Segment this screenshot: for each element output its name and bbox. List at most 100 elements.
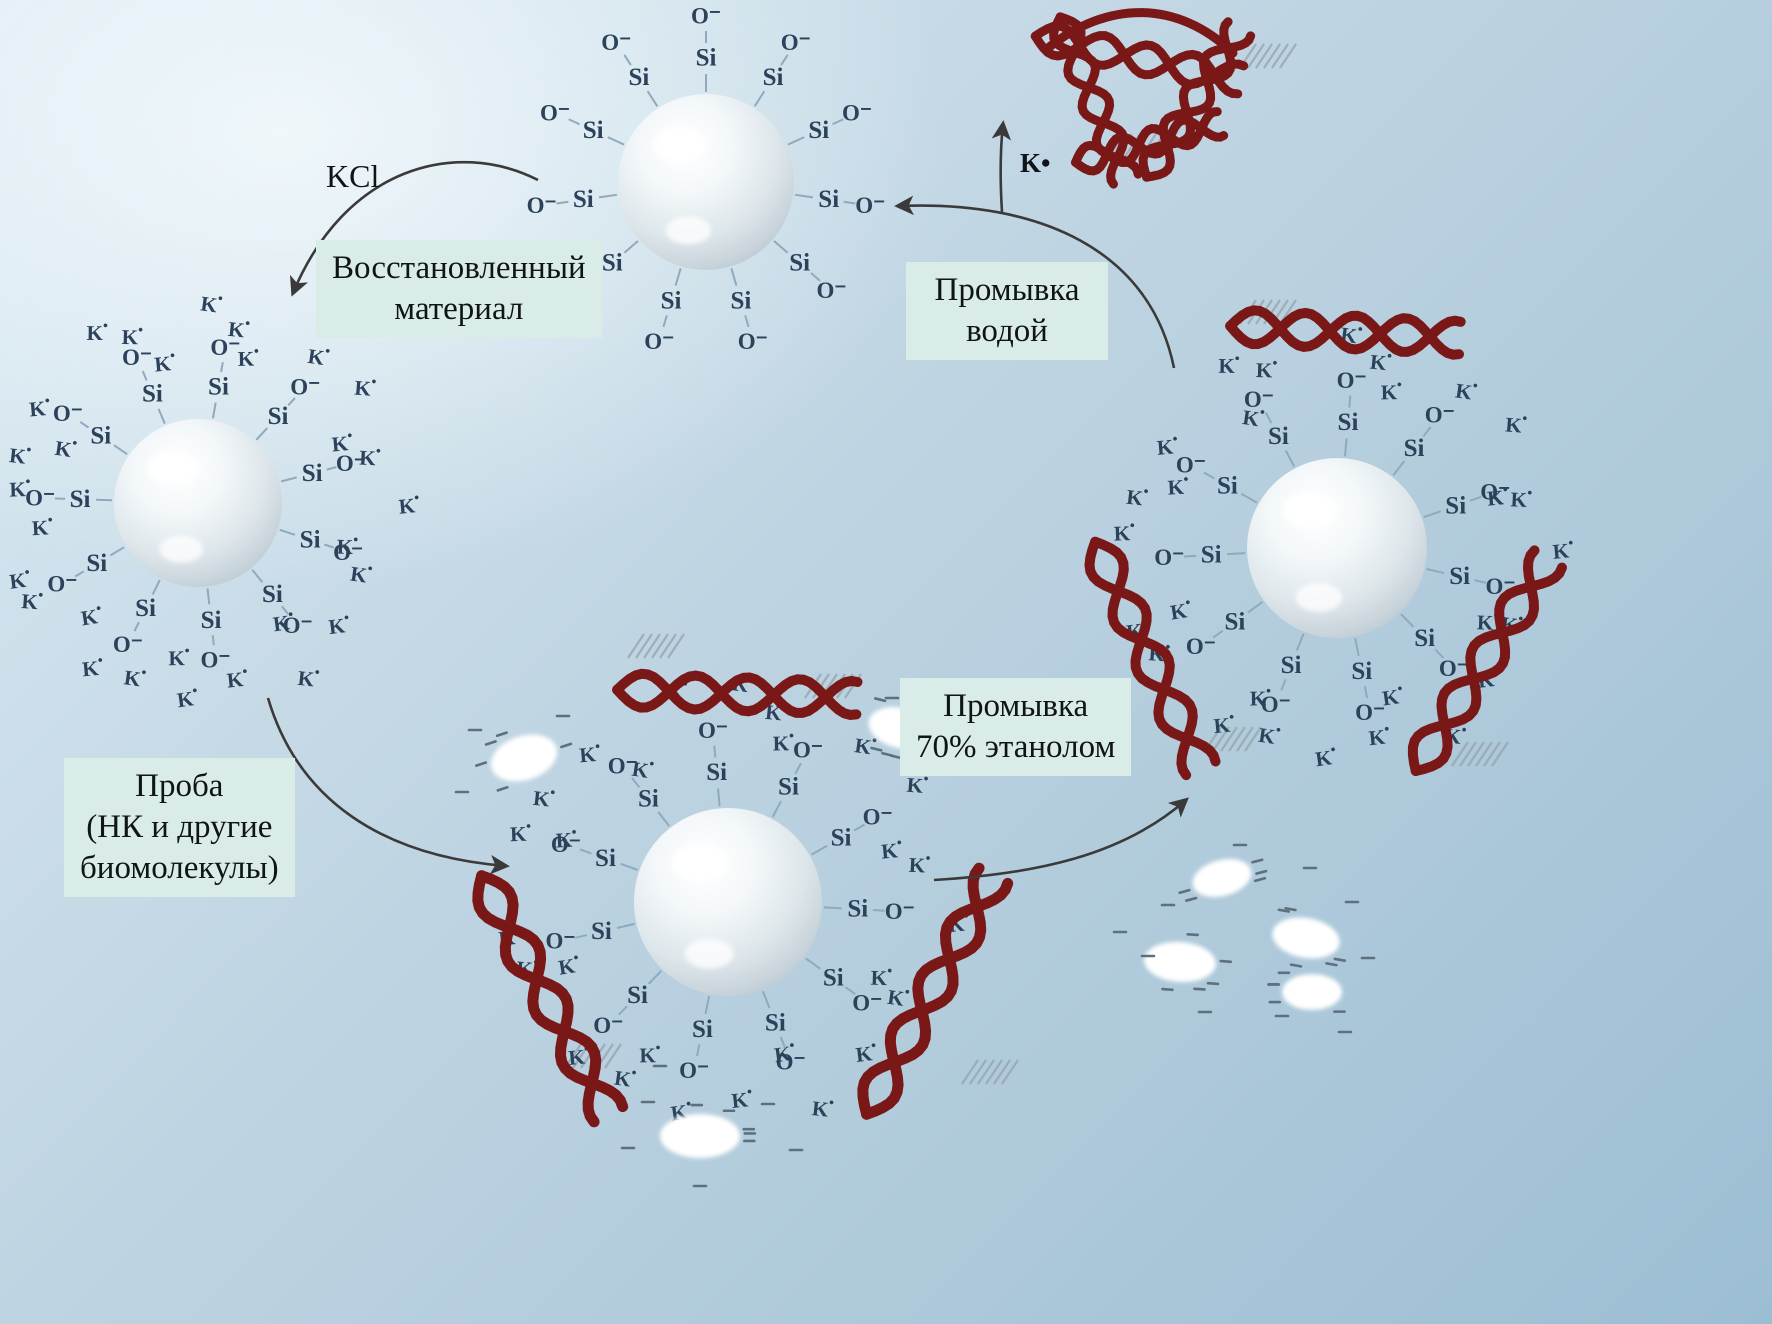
si-o-bond <box>1212 629 1224 639</box>
oxygen-label: O⁻ <box>540 101 570 126</box>
k-ion-label: K• <box>359 443 382 470</box>
oxygen-label: O⁻ <box>113 632 143 657</box>
dna-strand <box>1071 115 1229 176</box>
k-ion-label: K• <box>730 1084 754 1113</box>
charge-speck <box>870 746 883 752</box>
oxygen-label: O⁻ <box>691 4 721 29</box>
sphere-si-bond <box>1400 613 1415 628</box>
si-label: Si <box>1217 472 1238 499</box>
sphere-si-bond <box>1247 601 1264 614</box>
oxygen-label: O⁻ <box>1480 479 1510 504</box>
si-label: Si <box>789 250 810 277</box>
sphere-highlight <box>147 450 198 485</box>
oxygen-label: O⁻ <box>47 572 77 597</box>
hatch-line <box>1255 43 1273 69</box>
k-ion-label: K• <box>1454 376 1479 405</box>
hatch-line <box>1483 741 1501 767</box>
released-k-label: K• <box>1020 148 1051 178</box>
silica-sphere <box>1247 458 1427 638</box>
k-ion-label: K• <box>1156 432 1180 460</box>
si-o-bond <box>1264 412 1273 424</box>
sphere-si-bond <box>823 906 842 910</box>
si-label: Si <box>1449 563 1470 590</box>
k-ion-label: K• <box>306 341 331 370</box>
k-ion-label: K• <box>168 644 190 671</box>
hatch-line <box>1244 726 1262 752</box>
oxygen-label: O⁻ <box>210 335 240 360</box>
oxygen-label: O⁻ <box>551 832 581 857</box>
arrow-k-release <box>991 120 1012 213</box>
hatch-line <box>667 633 685 659</box>
k-ion-label: K• <box>906 770 929 798</box>
k-ion-label: K• <box>510 819 532 846</box>
wash-ethanol-line1: Промывка <box>943 688 1089 724</box>
si-o-bond <box>220 361 224 373</box>
oxygen-label: O⁻ <box>53 401 83 426</box>
si-o-bond <box>79 421 90 429</box>
hatch-line <box>1212 726 1230 752</box>
dna-helix <box>1407 545 1567 777</box>
oxygen-label: O⁻ <box>776 1050 806 1075</box>
k-ion-label: K• <box>153 348 177 376</box>
protein-blob <box>475 731 573 792</box>
k-ion-label: K• <box>1257 720 1282 749</box>
charge-speck <box>1333 957 1347 962</box>
sample-label: Проба (НК и другие биомолекулы) <box>64 758 295 897</box>
charge-speck <box>1253 876 1267 883</box>
si-o-bond <box>1280 678 1287 691</box>
protein-blob <box>1144 932 1233 992</box>
restored-material-label: Восстановленный материал <box>316 240 602 338</box>
silica-sphere <box>618 94 794 270</box>
si-label: Si <box>268 403 289 430</box>
si-o-bond <box>1434 648 1445 659</box>
si-o-bond <box>574 934 588 939</box>
k-ion-label: K• <box>630 754 655 783</box>
sphere-si-bond <box>811 844 828 856</box>
released-dna-tangle <box>1030 8 1256 189</box>
si-o-bond <box>287 397 296 406</box>
charge-speck <box>475 761 488 767</box>
si-label: Si <box>696 45 717 72</box>
hatch-line <box>1263 43 1281 69</box>
dna-helix <box>1071 107 1229 176</box>
sphere-highlight <box>1283 492 1337 529</box>
hatch-line <box>1279 43 1297 69</box>
sphere-si-bond <box>206 588 211 605</box>
k-ion-label: K• <box>908 850 931 877</box>
si-label: Si <box>86 550 107 577</box>
k-ion-label: K• <box>880 835 904 863</box>
sphere-si-bond <box>255 427 268 441</box>
hatch-line <box>969 1059 987 1085</box>
k-ion-label: K• <box>886 982 911 1011</box>
dna-helix <box>857 862 1014 1120</box>
si-label: Si <box>763 64 784 91</box>
si-label: Si <box>627 982 648 1009</box>
dna-strand <box>1090 536 1221 767</box>
sphere-highlight <box>1295 583 1343 612</box>
si-label: Si <box>262 581 283 608</box>
blob-body <box>1192 858 1252 898</box>
k-ion-label: K• <box>79 601 104 630</box>
si-label: Si <box>1414 625 1435 652</box>
dna-strand <box>1410 562 1567 777</box>
wash-water-line1: Промывка <box>934 272 1080 308</box>
sphere-highlight <box>671 843 728 882</box>
dna-strand <box>1407 545 1540 777</box>
si-label: Si <box>1351 658 1372 685</box>
charge-speck <box>560 742 573 749</box>
oxygen-label: O⁻ <box>546 929 576 954</box>
sphere-si-bond <box>794 193 814 199</box>
si-label: Si <box>142 381 163 408</box>
si-label: Si <box>1338 409 1359 436</box>
sphere-si-bond <box>280 476 297 483</box>
charge-speck <box>1251 858 1264 864</box>
dna-strand <box>857 862 987 1120</box>
dna-strand <box>1225 305 1466 357</box>
k-ion-label: K• <box>123 663 148 692</box>
oxygen-label: O⁻ <box>290 374 320 399</box>
si-o-bond <box>1469 495 1482 502</box>
k-ion-label: K• <box>1250 684 1272 711</box>
sphere-highlight <box>653 127 706 163</box>
